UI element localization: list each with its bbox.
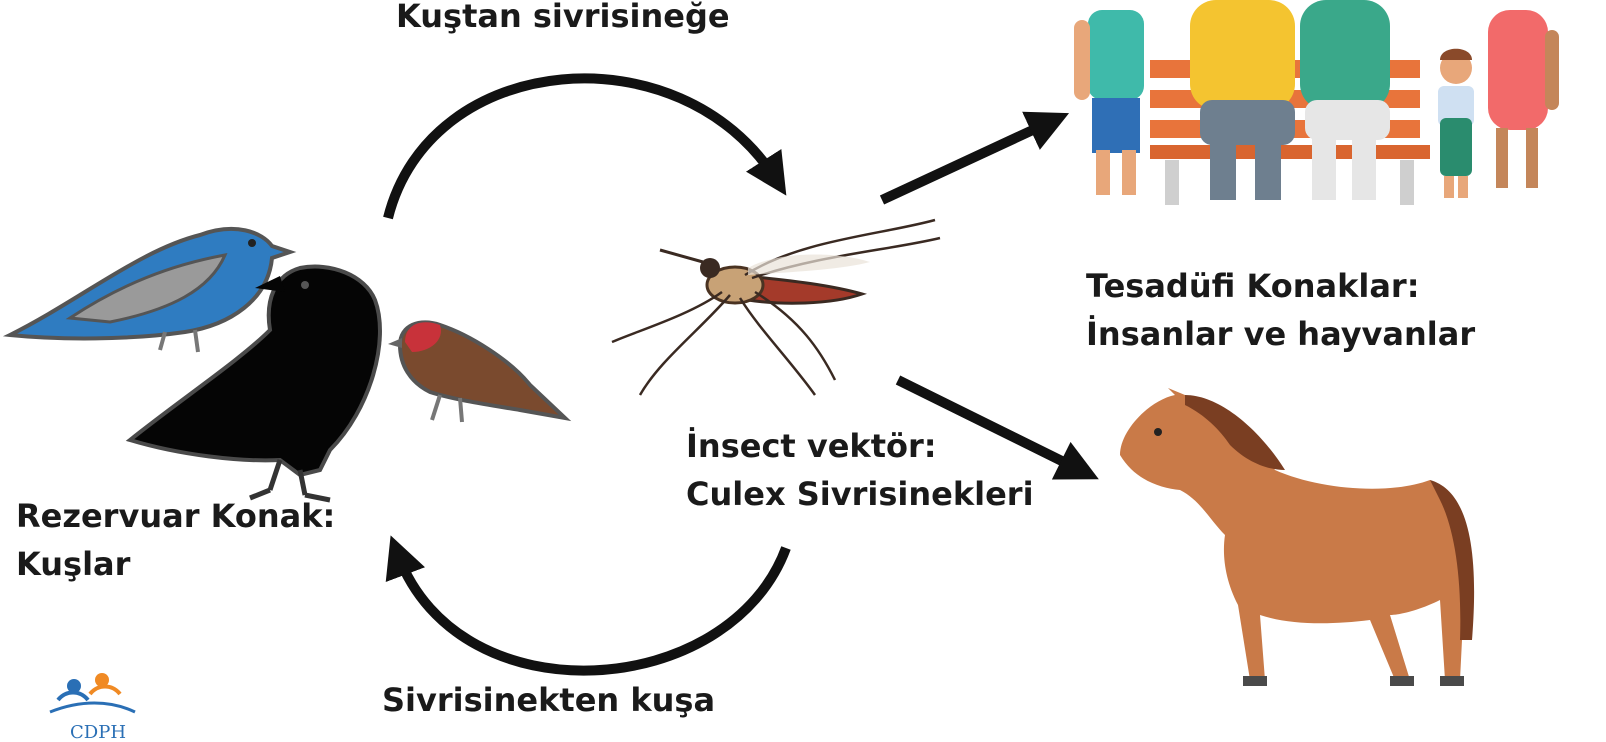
mosquito-icon (612, 220, 940, 395)
mosquito-to-bird-arrow (398, 548, 786, 671)
people-on-bench-icon (1074, 0, 1559, 205)
incidental-hosts-value: İnsanlar ve hayvanlar (1086, 312, 1475, 356)
reservoir-host-title: Rezervuar Konak: (16, 494, 335, 538)
mosquito-to-bird-label: Sivrisinekten kuşa (382, 678, 715, 722)
finch-icon (388, 322, 565, 422)
horse-icon (1120, 388, 1474, 686)
bird-to-mosquito-arrow (388, 78, 775, 218)
blue-bird-icon (10, 229, 290, 352)
bird-to-mosquito-label: Kuştan sivrisineğe (396, 0, 730, 38)
reservoir-host-value: Kuşlar (16, 542, 130, 586)
vector-value: Culex Sivrisinekleri (686, 472, 1034, 516)
cdph-logo-text: CDPH (70, 722, 126, 742)
vector-title: İnsect vektör: (686, 424, 937, 468)
to-humans-arrow (882, 122, 1050, 200)
incidental-hosts-title: Tesadüfi Konaklar: (1086, 264, 1419, 308)
cdph-logo: CDPH (50, 673, 135, 742)
